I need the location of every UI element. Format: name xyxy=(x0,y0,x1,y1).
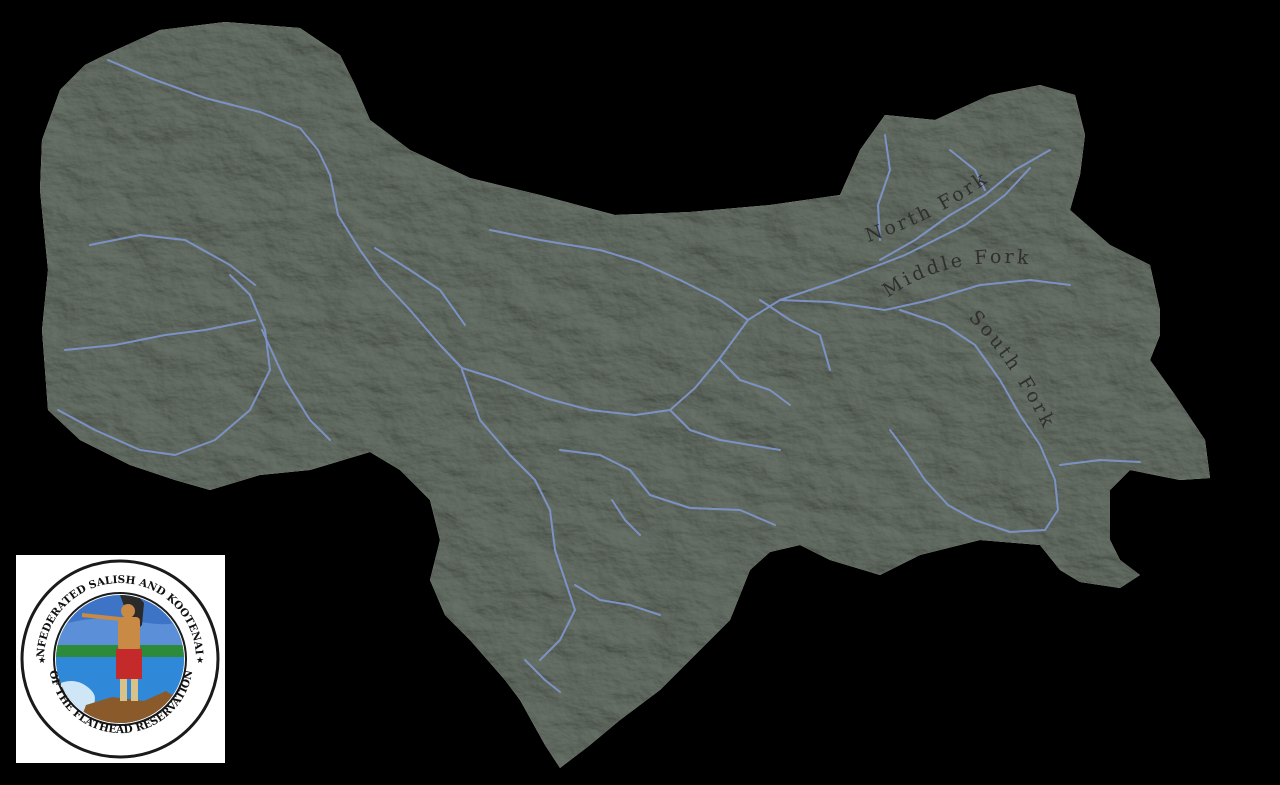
middle-fork-river xyxy=(779,279,1071,311)
west-tributary xyxy=(57,274,271,456)
mid-tributary xyxy=(374,247,466,326)
river-network xyxy=(57,59,1141,693)
south-tributary-short xyxy=(611,499,641,536)
south-fork-tributary xyxy=(1059,459,1141,466)
north-fork-tributary-east xyxy=(949,149,986,191)
main-stem-river xyxy=(107,59,1031,416)
east-tributary xyxy=(759,299,831,371)
star-icon: ★ xyxy=(196,656,204,666)
south-tributary-east xyxy=(559,449,776,526)
west-tributary-middle xyxy=(64,319,256,351)
tribal-seal: THE CONFEDERATED SALISH AND KOOTENAI TRI… xyxy=(11,546,225,763)
lower-tributary xyxy=(574,584,661,616)
south-tributary xyxy=(461,369,576,661)
north-fork-river xyxy=(879,149,1051,261)
seal-emblem: THE CONFEDERATED SALISH AND KOOTENAI TRI… xyxy=(11,546,220,759)
ridge-tributary xyxy=(489,229,749,321)
south-fork-river xyxy=(889,309,1059,533)
center-tributary xyxy=(261,329,331,441)
center-east-tributary xyxy=(669,409,781,451)
watershed-terrain xyxy=(40,22,1210,768)
seal-inner-ring xyxy=(53,592,187,726)
lower-tributary-west xyxy=(524,659,561,693)
center-east-tributary-upper xyxy=(719,359,791,406)
chief-figure-icon xyxy=(82,595,144,701)
seal-scene xyxy=(56,595,184,723)
north-fork-tributary xyxy=(877,134,891,241)
west-tributary-upper xyxy=(89,234,256,286)
star-icon: ★ xyxy=(38,656,46,666)
